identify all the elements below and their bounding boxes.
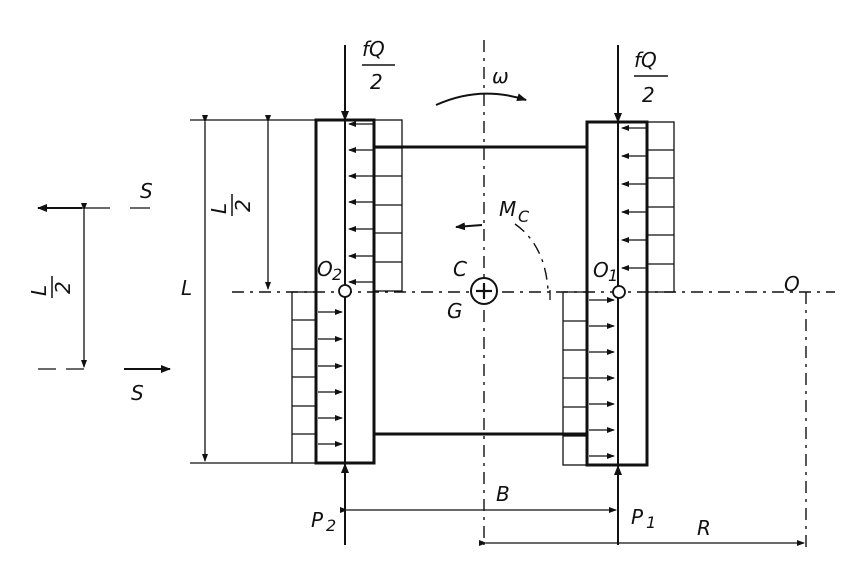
svg-text:O: O [317,257,333,281]
r-label: R [697,516,711,540]
svg-text:2: 2 [231,199,255,212]
moment-arrow [455,222,483,231]
svg-text:L: L [207,203,231,214]
s-bottom-label: S [131,381,144,405]
p1-label: P 1 [631,505,656,532]
s-top-label: S [140,179,153,203]
force-left-denominator: 2 [370,70,383,94]
svg-text:2: 2 [326,516,336,535]
force-left-numerator: fQ [362,37,385,61]
force-label-left: fQ 2 [362,37,395,94]
l-label: L [181,276,192,300]
dimension-r [479,292,807,552]
left-upper-shear-distribution [373,119,403,292]
svg-text:L: L [27,285,51,296]
svg-text:2: 2 [332,265,342,284]
b-label: B [496,482,510,506]
s-force-diagram [37,203,171,373]
l-half-label-left: L 2 [27,276,75,298]
force-right-denominator: 2 [642,83,655,107]
moment-arc [514,223,549,291]
svg-text:P: P [631,505,644,529]
l-half-label-track: L 2 [207,194,255,216]
right-lower-shear-distribution [562,291,588,466]
o2-label: O 2 [317,257,342,284]
center-g-label: G [447,299,463,323]
svg-text:1: 1 [608,266,618,285]
svg-text:2: 2 [51,281,75,294]
omega-label: ω [492,64,509,88]
right-upper-shear-distribution [646,121,675,293]
omega-rotation-arrow [435,92,527,106]
center-c-label: C [453,257,467,281]
o1-label: O 1 [593,258,618,285]
pivot-o2 [338,284,352,298]
o-label: O [784,272,800,296]
center-of-gravity-symbol [470,277,498,305]
svg-text:1: 1 [646,513,656,532]
moment-label: M C [499,197,530,226]
dimension-l [190,115,316,464]
svg-text:P: P [311,508,324,532]
pivot-o1 [612,285,626,299]
left-lower-shear-distribution [291,291,317,464]
svg-text:M: M [499,197,516,221]
force-right-numerator: fQ [634,48,657,72]
svg-text:C: C [518,207,530,226]
force-label-right: fQ 2 [634,48,668,107]
p2-label: P 2 [311,508,336,535]
svg-text:O: O [593,258,609,282]
shear-force-arrows [318,121,646,459]
